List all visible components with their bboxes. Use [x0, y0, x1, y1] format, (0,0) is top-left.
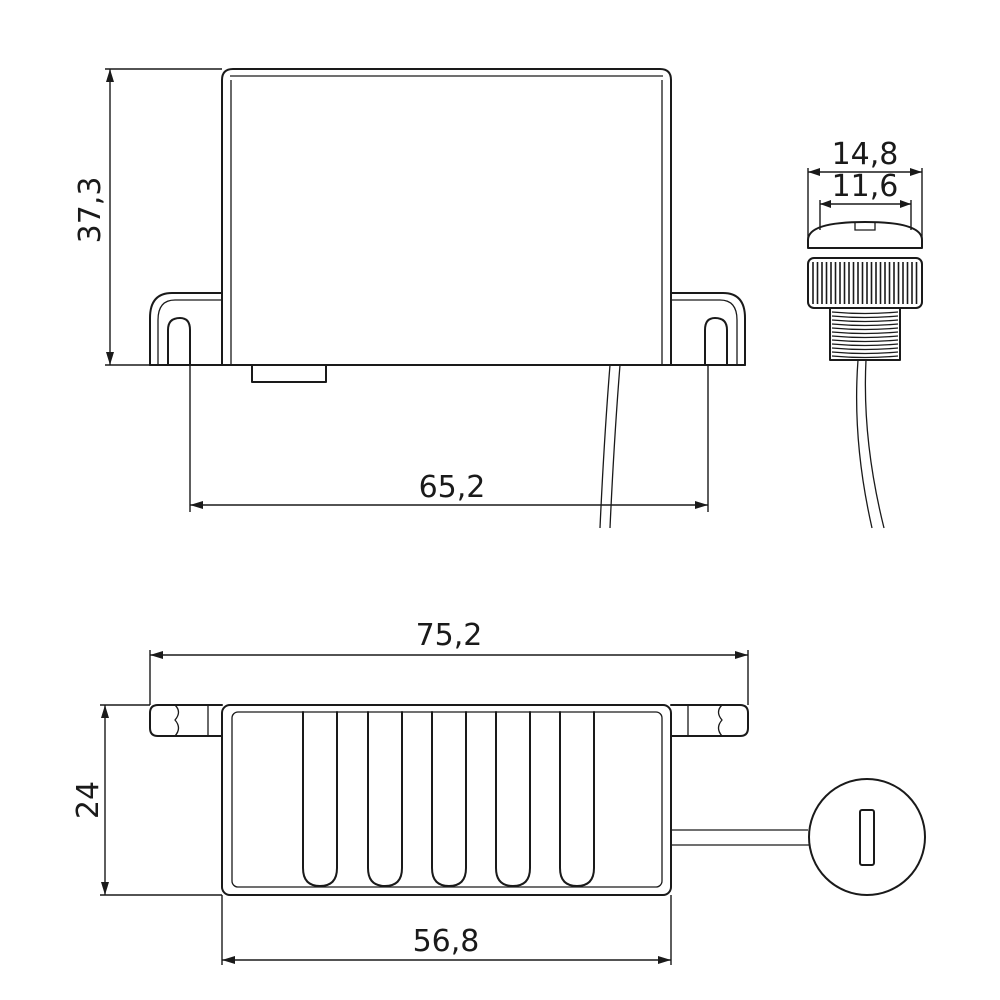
dim-total-length-label: 75,2	[416, 618, 483, 653]
top-cable	[671, 829, 810, 846]
front-bottom-tab	[251, 364, 327, 383]
threaded-stem	[829, 307, 901, 361]
dim-total-length: 75,2	[149, 618, 749, 705]
thread-line	[831, 323, 899, 327]
right-mount-flange	[670, 292, 746, 366]
dim-body-length: 56,8	[221, 895, 672, 965]
dim-depth: 24	[71, 704, 222, 896]
top-housing-inner	[231, 711, 663, 888]
thread-line	[831, 347, 899, 351]
cap-dome	[807, 221, 923, 249]
front-cable	[599, 364, 621, 529]
cooling-slot	[302, 711, 338, 887]
cooling-slot	[431, 711, 467, 887]
knurled-nut	[807, 257, 923, 309]
thread-line	[831, 319, 899, 323]
thread-line	[831, 331, 899, 335]
top-mount-rail-step-left	[174, 704, 209, 737]
dim-depth-label: 24	[71, 781, 106, 819]
dim-mount-span: 65,2	[189, 365, 709, 512]
thread-line	[831, 327, 899, 331]
side-view	[807, 221, 923, 529]
knurl-lines	[812, 262, 918, 304]
thread-lines	[831, 311, 899, 359]
thread-line	[831, 315, 899, 319]
sensor-disc	[808, 778, 926, 896]
dim-cap-outer: 14,8	[807, 137, 923, 248]
dim-cap-outer-label: 14,8	[832, 137, 899, 172]
dim-cap-inner-label: 11,6	[832, 169, 899, 204]
top-mount-rail-step-right	[687, 704, 723, 737]
thread-line	[831, 311, 899, 315]
cooling-slot	[367, 711, 403, 887]
dim-height-label: 37,3	[73, 177, 108, 244]
thread-line	[831, 351, 899, 355]
sensor-slot	[859, 809, 875, 866]
front-view	[149, 68, 746, 529]
dim-height: 37,3	[73, 68, 222, 366]
dim-body-length-label: 56,8	[413, 924, 480, 959]
cooling-slot	[559, 711, 595, 887]
left-mount-flange	[149, 292, 223, 366]
top-housing	[221, 704, 672, 896]
thread-line	[831, 355, 899, 359]
side-cable	[855, 359, 885, 529]
top-view	[149, 704, 926, 896]
thread-line	[831, 335, 899, 339]
dim-mount-span-label: 65,2	[419, 470, 486, 505]
front-housing	[221, 68, 672, 366]
thread-line	[831, 343, 899, 347]
right-mount-flange-inner	[671, 299, 738, 365]
cap-slot	[854, 222, 876, 231]
dim-cap-inner: 11,6	[819, 169, 912, 230]
cooling-slot	[495, 711, 531, 887]
front-housing-inner-edge	[230, 75, 663, 365]
top-mount-rail	[149, 704, 749, 737]
cooling-slots	[302, 711, 595, 887]
thread-line	[831, 339, 899, 343]
left-mount-flange-inner	[157, 299, 222, 365]
